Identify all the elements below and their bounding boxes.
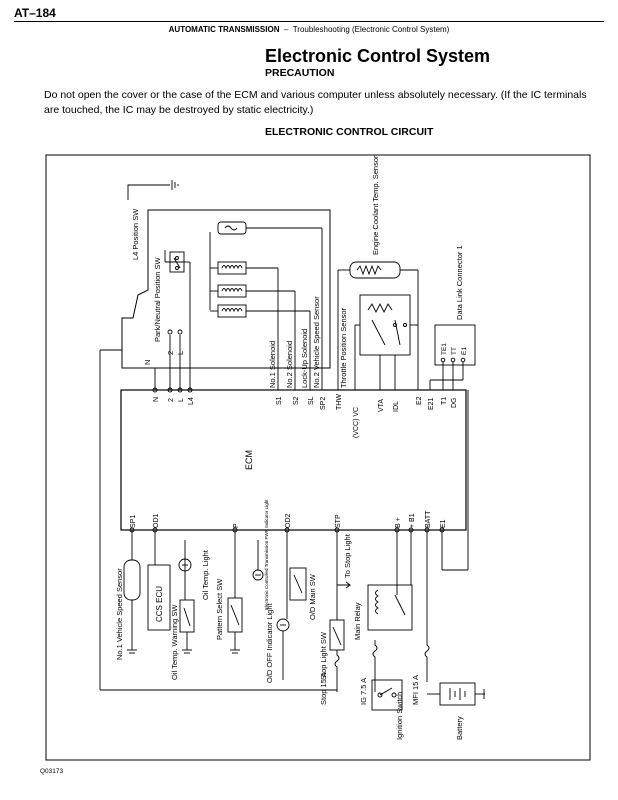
terminal-e1: E1 [440,519,447,528]
no1-vss-label: No.1 Vehicle Speed Sensor [115,568,124,660]
od-off-indicator [276,565,290,680]
terminal-p: P [233,523,240,528]
lockup-solenoid-label: Lock-Up Solenoid [300,329,309,388]
page-number: AT–184 [14,6,56,20]
no2-vss-label: No.2 Vehicle Speed Sensor [312,296,321,388]
terminal-l: L [178,398,185,402]
mfi-fuse-label: MFI 15 A [411,675,420,705]
no1-vehicle-speed-sensor [123,559,141,654]
l-label: L [176,351,185,355]
terminal-e2: E2 [416,396,423,405]
figure-code: Q03173 [40,768,64,775]
header-rule [14,21,604,22]
terminal-s2: S2 [293,396,300,405]
pattern-select-switch [227,597,243,654]
running-header: AUTOMATIC TRANSMISSION – Troubleshooting… [0,25,618,34]
throttle-sensor-label: Throttle Position Sensor [339,307,348,388]
precaution-heading: PRECAUTION [265,67,335,79]
oil-temp-light-label: Oil Temp. Light [201,549,210,600]
header-subsection: Troubleshooting (Electronic Control Syst… [292,25,450,34]
ect-pwr-label: Electronic Controlled Transmission PWR I… [264,499,269,610]
terminal-t1: T1 [441,397,448,405]
ecm-label: ECM [244,450,254,470]
park-neutral-label: Park/Neutral Position SW [153,256,162,342]
terminal-od1: OD1 [153,514,160,529]
ect-pwr-indicator [252,540,264,581]
terminal-n: N [153,397,160,402]
battery-label: Battery [455,716,464,740]
data-link-connector [429,324,476,390]
coolant-temp-sensor [337,261,419,390]
engine-coolant-label: Engine Coolant Temp. Sensor [371,155,380,255]
od-main-sw-label: O/D Main SW [308,573,317,620]
l4-position-switch [164,250,191,390]
solenoids [209,221,323,390]
page-title: Electronic Control System [265,46,491,66]
ignition-switch [371,679,403,711]
ig-fuse-label: IG 7.5 A [359,678,368,705]
circuit-title: ELECTRONIC CONTROL CIRCUIT [265,126,434,138]
throttle-position-sensor [354,294,418,390]
terminal-batt: BATT [425,510,432,528]
stop-fuse-label: Stop 15 A [319,672,328,705]
two-label: 2 [166,351,175,355]
l4-position-sw-label: L4 Position SW [131,208,140,260]
terminal-s1: S1 [276,396,283,405]
no2-solenoid-label: No.2 Solenoid [285,341,294,388]
pattern-select-label: Pattern Select SW [215,578,224,640]
te1-label: TE1 [441,343,448,355]
tt-label: TT [451,347,458,355]
terminal-vta: VTA [378,399,385,412]
terminal-thw: THW [336,394,343,410]
terminal-sl: SL [308,396,315,405]
ignition-switch-label: Ignition Switch [395,692,404,740]
terminal-stp: STP [335,514,342,528]
e1-dlc-label: E1 [461,347,468,355]
terminal-l4: L4 [188,397,195,405]
terminal-b1: + B1 [409,513,416,528]
n-label: N [143,360,152,365]
terminal-idl: IDL [393,401,400,412]
battery [427,682,485,706]
main-relay-label: Main Relay [353,602,362,640]
dlc1-label: Data Link Connector 1 [455,245,464,320]
to-stop-light-label: To Stop Light [343,533,352,578]
ccs-ecu-box [147,564,171,631]
header-section: AUTOMATIC TRANSMISSION [168,25,280,34]
no1-solenoid-label: No.1 Solenoid [268,341,277,388]
oil-temp-warning-switch [178,540,195,654]
main-relay [367,545,413,631]
oil-temp-warning-label: Oil Temp. Warning SW [170,604,179,680]
terminal-od2: OD2 [285,514,292,529]
header-separator: – [283,25,289,34]
od-main-switch [289,567,307,601]
fuses [334,640,430,692]
terminal-2: 2 [168,398,175,402]
terminal-sp1: SP1 [130,515,137,528]
terminal-b: B + [395,517,402,528]
terminal-e21: E21 [428,397,435,410]
od-off-label: O/D OFF Indicator Light [265,602,274,683]
terminal-dg: DG [451,398,458,409]
ccs-ecu-label: CCS ECU [155,586,164,622]
terminal-vc: (VCC) VC [353,407,360,438]
ecm-block [120,389,467,531]
stop-light-sw-label: Stop Light SW [319,631,328,680]
terminal-sp2: SP2 [320,397,327,410]
precaution-text: Do not open the cover or the case of the… [44,89,587,116]
